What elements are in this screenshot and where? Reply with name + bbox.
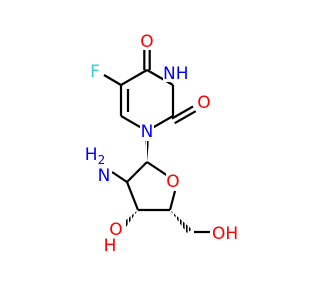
atom-hydroxyl-ring: O H — [103, 220, 125, 256]
pyrimidine-ring — [103, 44, 197, 132]
atom-fluorine: F — [89, 62, 101, 82]
atom-amino: H2 N — [82, 145, 112, 186]
molecule-structure: O NH O N F H2 N O O H — [82, 32, 242, 256]
hash-wedge-c1p-n1 — [145, 141, 149, 162]
atom-hydroxyl-ring-h: H — [104, 236, 117, 256]
atom-hydroxyl-chain-text: OH — [212, 224, 238, 244]
bond-c1p-c2p — [126, 161, 148, 183]
bond-c2p-c3p — [125, 181, 140, 211]
bond-c4-n3 — [146, 69, 174, 86]
atom-o-sugar-ring: O — [166, 172, 180, 192]
hash-wedge-c3p-oh — [122, 210, 138, 227]
bond-c5-c4 — [120, 69, 148, 86]
bond-o-c1p — [146, 161, 169, 177]
sugar-ring — [111, 161, 210, 234]
atom-n-glycosidic-text: N — [141, 122, 154, 142]
atom-n-glycosidic: N — [140, 122, 154, 142]
atom-o-carbonyl-right-text: O — [197, 93, 210, 113]
atom-o-carbonyl-right: O — [197, 93, 211, 113]
atom-o-carbonyl-top-text: O — [140, 32, 153, 52]
atom-amino-h2: H2 — [85, 145, 105, 167]
atom-amino-n: N — [98, 166, 111, 186]
bond-c2-o-double — [174, 110, 197, 125]
hash-wedge-c4p-c5p — [170, 210, 192, 233]
bond-c4p-o — [168, 190, 177, 211]
bond-c2p-n — [111, 171, 128, 183]
atom-nh-ring: NH — [163, 64, 189, 84]
stereo-bonds — [122, 141, 192, 233]
atom-o-sugar-ring-text: O — [166, 172, 179, 192]
atom-labels: O NH O N F H2 N O O H — [82, 32, 242, 256]
atom-nh-ring-text: NH — [163, 64, 189, 84]
bond-c2-o — [171, 105, 194, 120]
bond-c5-f — [103, 74, 122, 86]
atom-hydroxyl-chain: OH — [212, 224, 242, 244]
atom-fluorine-text: F — [90, 62, 100, 82]
atom-hydroxyl-ring-o: O — [109, 220, 122, 240]
atom-o-carbonyl-top: O — [140, 32, 154, 52]
